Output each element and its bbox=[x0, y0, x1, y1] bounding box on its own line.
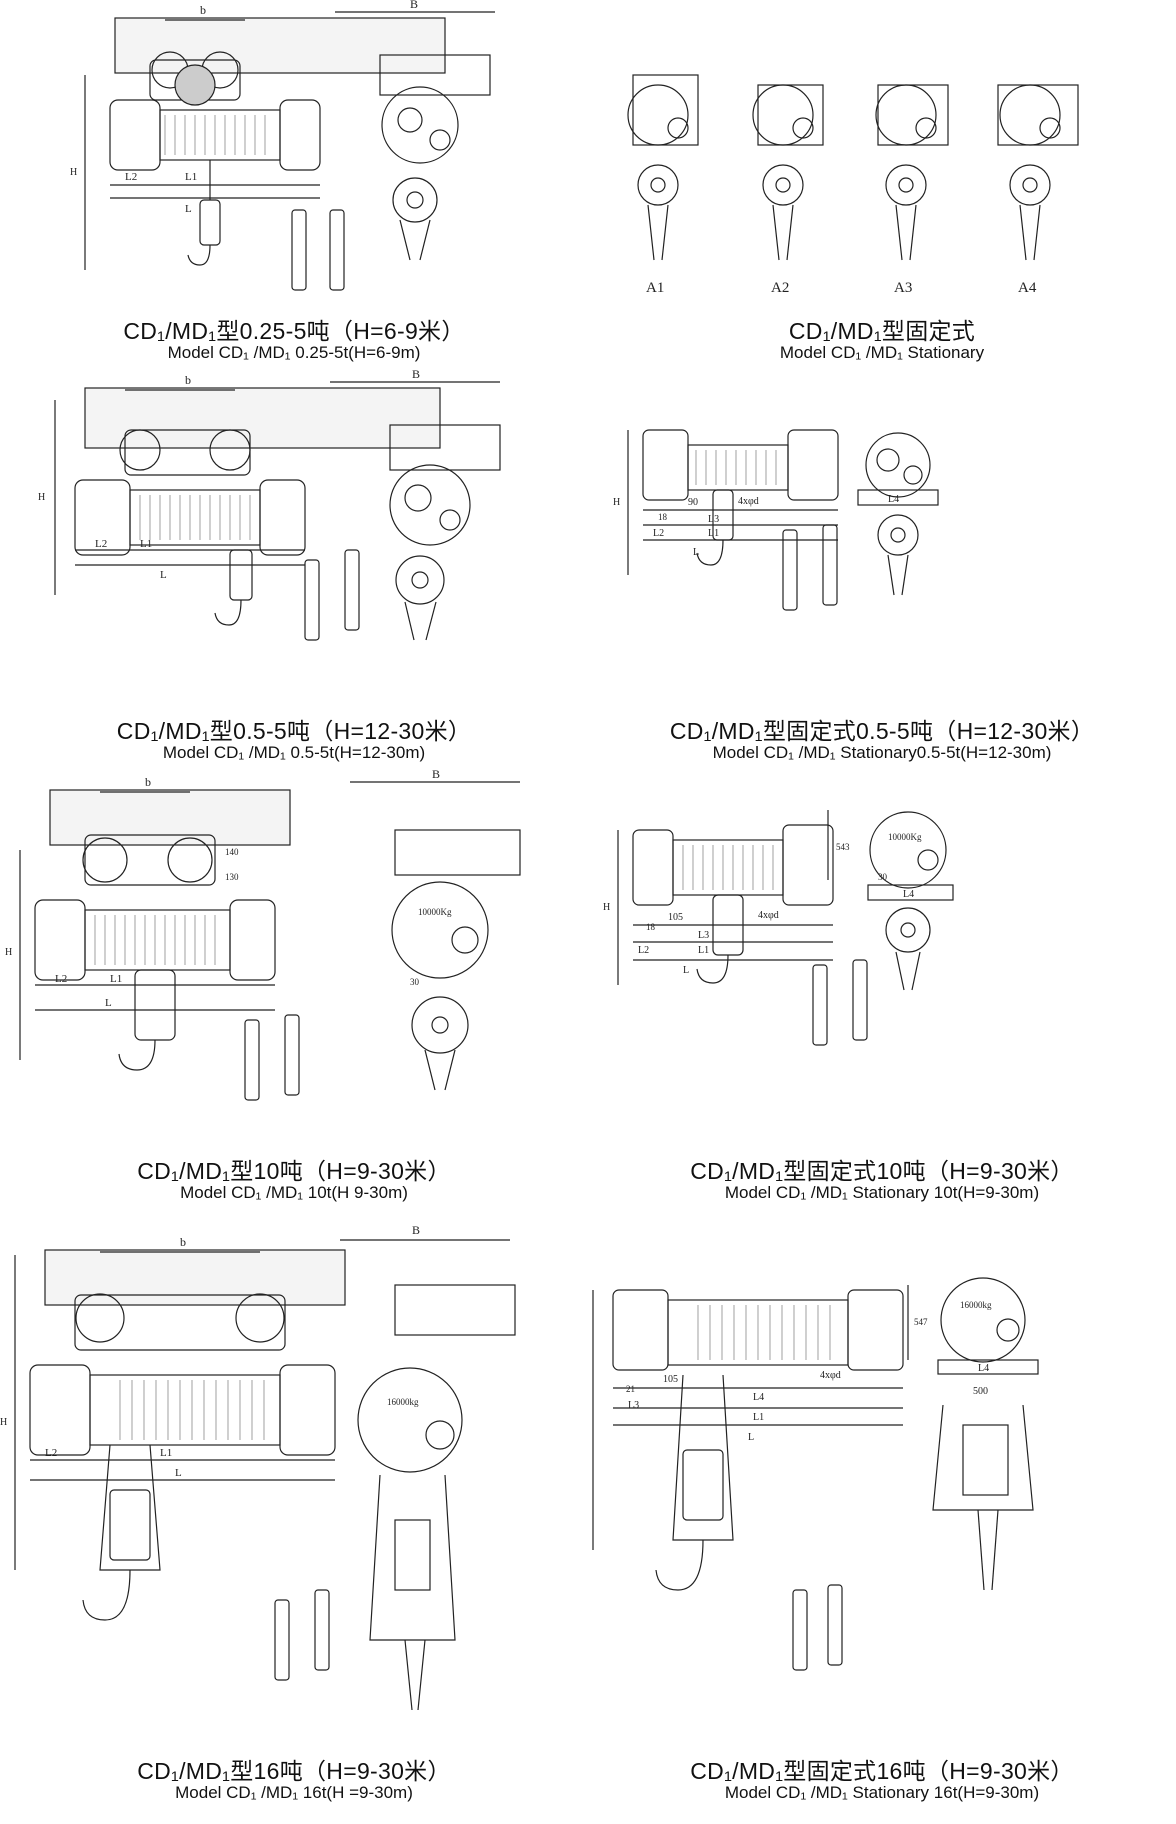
dim-holes: 4xφd bbox=[820, 1370, 841, 1381]
variant-label-a2: A2 bbox=[771, 280, 789, 296]
dim-b-upper: B bbox=[410, 0, 418, 11]
caption-en: Model CD₁ /MD₁ Stationary0.5-5t(H=12-30m… bbox=[712, 743, 1052, 762]
dim-l2: L2 bbox=[125, 171, 137, 183]
dim-h: H bbox=[613, 497, 620, 508]
stationary-drawing: A1 A2 A3 A4 bbox=[627, 74, 1079, 296]
dim-500: 500 bbox=[973, 1386, 988, 1397]
dim-h: H bbox=[603, 902, 610, 913]
variant-label-a1: A1 bbox=[646, 280, 664, 296]
hoist-drawing: b L2 L1 L H B bbox=[70, 0, 495, 291]
panel-stationary-10t: 105 4xφd 18 L3 L2 L1 L H 543 10000Kg 30 … bbox=[588, 770, 1176, 1210]
stationary-drawing: 105 4xφd 18 L3 L2 L1 L H 543 10000Kg 30 … bbox=[603, 810, 954, 1046]
dim-b: b bbox=[180, 1235, 186, 1249]
dim-l: L bbox=[185, 203, 192, 215]
stationary-drawing: 90 4xφd 18 L3 L2 L1 L H L4 bbox=[613, 429, 939, 611]
caption-zh: CD₁/MD₁型固定式0.5-5吨（H=12-30米） bbox=[669, 718, 1095, 744]
caption-zh: CD₁/MD₁型16吨（H=9-30米） bbox=[137, 1758, 451, 1784]
dim-l1: L1 bbox=[753, 1412, 764, 1423]
variant-label-a4: A4 bbox=[1018, 280, 1037, 296]
dim-l3: L3 bbox=[698, 930, 709, 941]
dim-b: b bbox=[185, 373, 191, 387]
panel-stationary-0-5-5t: 90 4xφd 18 L3 L2 L1 L H L4 CD₁/MD₁型固定式0.… bbox=[588, 370, 1176, 770]
caption-en: Model CD₁ /MD₁ Stationary bbox=[779, 343, 985, 362]
dim-b-upper: B bbox=[412, 1223, 420, 1237]
variant-a3: A3 bbox=[875, 84, 949, 296]
dim-105: 105 bbox=[668, 912, 683, 923]
dim-b: b bbox=[200, 3, 206, 17]
dim-30: 30 bbox=[410, 977, 420, 987]
caption-en: Model CD₁ /MD₁ 0.25-5t(H=6-9m) bbox=[167, 343, 421, 362]
caption-en: Model CD₁ /MD₁ 16t(H =9-30m) bbox=[175, 1783, 413, 1802]
variant-a2: A2 bbox=[752, 84, 824, 296]
caption-zh: CD₁/MD₁型固定式10吨（H=9-30米） bbox=[690, 1158, 1074, 1184]
dim-l2: L2 bbox=[638, 945, 649, 956]
dim-l: L bbox=[693, 547, 699, 558]
dim-l2: L2 bbox=[55, 973, 67, 985]
load-plate: 10000Kg bbox=[888, 832, 922, 842]
caption-en: Model CD₁ /MD₁ Stationary 10t(H=9-30m) bbox=[724, 1183, 1040, 1202]
dim-l4: L4 bbox=[888, 494, 899, 505]
dim-140: 140 bbox=[225, 847, 239, 857]
dim-h: H bbox=[0, 1417, 7, 1428]
dim-l1: L1 bbox=[185, 171, 197, 183]
dim-l1: L1 bbox=[160, 1447, 172, 1459]
load-plate: 16000kg bbox=[960, 1300, 992, 1310]
dim-holes: 4xφd bbox=[758, 910, 779, 921]
panel-model-0-5-5t: b L2 L1 L H B CD₁/MD₁型0.5-5吨（H=12-30米） bbox=[0, 370, 588, 770]
stationary-drawing: 105 4xφd 21 L3 L4 L1 L H 547 16000kg L4 … bbox=[592, 1277, 1039, 1671]
caption-zh: CD₁/MD₁型固定式16吨（H=9-30米） bbox=[690, 1758, 1074, 1784]
dim-l2: L2 bbox=[653, 528, 664, 539]
dim-l: L bbox=[105, 997, 112, 1009]
load-plate: 16000kg bbox=[387, 1397, 419, 1407]
dim-18: 18 bbox=[658, 512, 668, 522]
dim-105: 105 bbox=[663, 1374, 678, 1385]
dim-l: L bbox=[748, 1432, 754, 1443]
dim-h: H bbox=[70, 167, 77, 178]
variant-a4: A4 bbox=[997, 84, 1079, 296]
load-plate: 10000Kg bbox=[418, 907, 452, 917]
variant-label-a3: A3 bbox=[894, 280, 912, 296]
dim-l: L bbox=[160, 569, 167, 581]
dim-l4: L4 bbox=[903, 889, 914, 900]
caption-zh: CD₁/MD₁型10吨（H=9-30米） bbox=[137, 1158, 451, 1184]
dim-b-upper: B bbox=[412, 370, 420, 381]
caption-zh: CD₁/MD₁型0.5-5吨（H=12-30米） bbox=[116, 718, 472, 744]
caption-en: Model CD₁ /MD₁ 0.5-5t(H=12-30m) bbox=[162, 743, 426, 762]
dim-l1: L1 bbox=[140, 538, 152, 550]
dim-543: 543 bbox=[836, 842, 850, 852]
dim-21: 21 bbox=[626, 1384, 635, 1394]
dim-l1: L1 bbox=[698, 945, 709, 956]
variant-a1: A1 bbox=[627, 74, 699, 296]
dim-30: 30 bbox=[878, 872, 888, 882]
dim-130: 130 bbox=[225, 872, 239, 882]
caption-zh: CD₁/MD₁型固定式 bbox=[788, 318, 976, 344]
dim-l1: L1 bbox=[110, 973, 122, 985]
hoist-drawing: b 140 130 L2 L1 L H B 10000Kg bbox=[5, 770, 521, 1101]
panel-model-16t: b L2 L1 L H B 16000kg bbox=[0, 1210, 588, 1824]
dim-l2: L2 bbox=[45, 1447, 57, 1459]
dim-l2: L2 bbox=[95, 538, 107, 550]
panel-model-10t: b 140 130 L2 L1 L H B 10000Kg bbox=[0, 770, 588, 1210]
dim-h: H bbox=[5, 947, 12, 958]
dim-547: 547 bbox=[914, 1317, 928, 1327]
hoist-drawing: b L2 L1 L H B 16000kg bbox=[0, 1223, 516, 1711]
dim-b: b bbox=[145, 775, 151, 789]
caption-en: Model CD₁ /MD₁ Stationary 16t(H=9-30m) bbox=[724, 1783, 1040, 1802]
dim-l: L bbox=[175, 1467, 182, 1479]
dim-90: 90 bbox=[688, 497, 698, 508]
caption-en: Model CD₁ /MD₁ 10t(H 9-30m) bbox=[180, 1183, 408, 1202]
dim-holes: 4xφd bbox=[738, 496, 759, 507]
hoist-drawing: b L2 L1 L H B bbox=[38, 370, 501, 641]
panel-stationary-variants: A1 A2 A3 A4 CD₁/MD₁型固定式 Model CD₁ /MD₁ S… bbox=[588, 0, 1176, 370]
dim-b-upper: B bbox=[432, 770, 440, 781]
dim-l3: L3 bbox=[628, 1400, 639, 1411]
panel-model-0-25-5t: b L2 L1 L H B bbox=[0, 0, 588, 370]
dim-l4: L4 bbox=[753, 1392, 764, 1403]
panel-stationary-16t: 105 4xφd 21 L3 L4 L1 L H 547 16000kg L4 … bbox=[588, 1210, 1176, 1824]
dim-l: L bbox=[683, 965, 689, 976]
dim-h: H bbox=[38, 492, 45, 503]
dim-l4-side: L4 bbox=[978, 1363, 989, 1374]
dim-18: 18 bbox=[646, 922, 656, 932]
caption-zh: CD₁/MD₁型0.25-5吨（H=6-9米） bbox=[123, 318, 465, 344]
